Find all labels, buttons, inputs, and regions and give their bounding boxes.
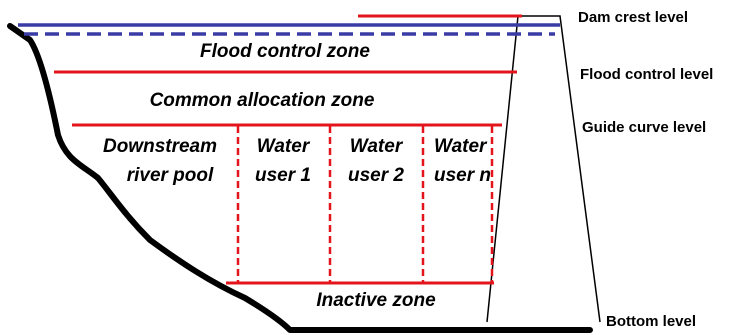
guide-curve-level-label: Guide curve level: [582, 119, 706, 136]
common-allocation-zone-label: Common allocation zone: [150, 90, 375, 111]
downstream-pool-label-line2: river pool: [127, 165, 214, 186]
flood-control-zone-label: Flood control zone: [200, 41, 370, 62]
flood-control-level-label: Flood control level: [580, 66, 713, 83]
water-user-1-label-line1: Water: [257, 136, 311, 157]
bottom-level-label: Bottom level: [606, 313, 696, 330]
water-user-n-label-line1: Water: [434, 136, 488, 157]
downstream-pool-label-line1: Downstream: [103, 136, 217, 157]
reservoir-bank-outline: [7, 23, 593, 333]
water-user-n-label-line2: user n: [434, 165, 491, 186]
water-user-2-label-line1: Water: [350, 136, 404, 157]
dam-crest-level-label: Dam crest level: [578, 9, 688, 26]
water-user-2-label-line2: user 2: [348, 165, 404, 186]
water-user-1-label-line2: user 1: [255, 165, 311, 186]
dam-outline: [486, 15, 601, 323]
inactive-zone-label: Inactive zone: [316, 290, 436, 311]
